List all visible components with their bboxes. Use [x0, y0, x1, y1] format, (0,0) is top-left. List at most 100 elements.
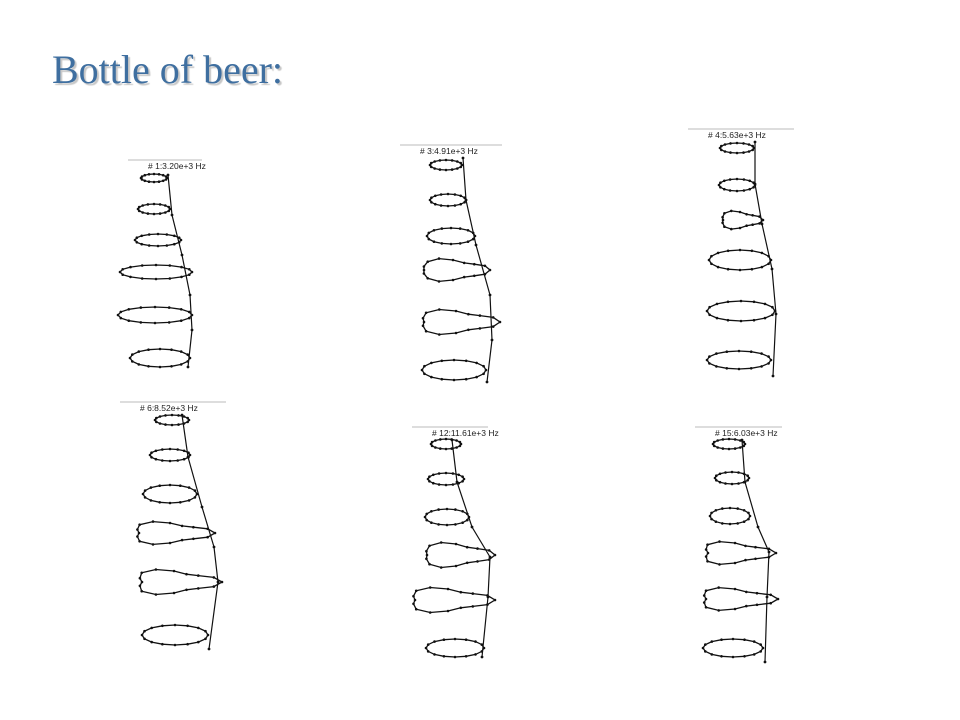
- mesh-node: [717, 586, 720, 589]
- mesh-node: [439, 541, 443, 544]
- mesh-node: [729, 151, 732, 154]
- mesh-node: [220, 580, 224, 584]
- mesh-node: [716, 251, 720, 255]
- mesh-node: [770, 267, 774, 271]
- mesh-node: [755, 591, 759, 595]
- mesh-node: [440, 227, 444, 230]
- mesh-node: [170, 413, 174, 417]
- mesh-node: [412, 602, 415, 606]
- mesh-node: [459, 606, 463, 610]
- mesh-node: [750, 267, 754, 271]
- mesh-node: [715, 479, 718, 482]
- mesh-node: [127, 319, 131, 322]
- mesh-node: [187, 456, 190, 459]
- mesh-node: [486, 603, 489, 606]
- mesh-node: [190, 270, 194, 274]
- mesh-node: [728, 506, 732, 510]
- mesh-node: [710, 511, 713, 515]
- mesh-node: [760, 222, 764, 226]
- mesh-node: [485, 380, 489, 384]
- mesh-node: [454, 542, 458, 546]
- mesh-node: [179, 363, 183, 366]
- mesh-node: [164, 178, 168, 181]
- mesh-node: [773, 309, 777, 313]
- mesh-node: [708, 313, 711, 317]
- mesh-node: [426, 643, 430, 646]
- mesh-node: [426, 650, 430, 653]
- mesh-node: [753, 140, 757, 144]
- mesh-node: [467, 515, 471, 519]
- mode-shape-panel-6: # 6:8.52e+3 Hz: [120, 397, 230, 652]
- mesh-node: [414, 607, 418, 611]
- mesh-node: [760, 265, 764, 269]
- mesh-node: [157, 180, 161, 183]
- mesh-node: [739, 299, 743, 303]
- cross-section-ring: [139, 568, 224, 596]
- cross-section-ring: [425, 541, 497, 569]
- mesh-node: [141, 492, 145, 496]
- mesh-node: [173, 234, 176, 238]
- mesh-node: [767, 254, 770, 258]
- mesh-node: [742, 151, 745, 154]
- mesh-node: [717, 609, 720, 612]
- mesh-node: [446, 204, 450, 208]
- mesh-node: [752, 186, 755, 189]
- mesh-node: [164, 423, 167, 426]
- mesh-node: [466, 512, 469, 516]
- mesh-node: [180, 538, 184, 542]
- mesh-node: [147, 365, 150, 368]
- mesh-node: [438, 159, 442, 162]
- mesh-node: [737, 349, 741, 353]
- mesh-node: [216, 580, 220, 584]
- mesh-node: [449, 226, 453, 230]
- mesh-node: [721, 447, 725, 450]
- mesh-node: [187, 486, 191, 489]
- mesh-node: [761, 218, 765, 222]
- mesh-node: [723, 187, 726, 191]
- mesh-node: [727, 437, 731, 441]
- mesh-node: [721, 438, 725, 441]
- mesh-node: [136, 535, 139, 538]
- mesh-node: [143, 173, 147, 177]
- mesh-node: [718, 563, 721, 566]
- mode-shape-panel-4: # 4:5.63e+3 Hz: [688, 124, 798, 384]
- mesh-node: [154, 263, 158, 267]
- mesh-node: [733, 438, 737, 441]
- mesh-node: [723, 179, 726, 183]
- mesh-node: [470, 525, 474, 529]
- mesh-node: [739, 446, 742, 449]
- mesh-node: [140, 571, 143, 575]
- mesh-node: [724, 471, 727, 474]
- mesh-node: [482, 646, 486, 650]
- mesh-node: [429, 161, 433, 165]
- mesh-node: [459, 590, 463, 594]
- mesh-node: [749, 350, 753, 353]
- mesh-node: [206, 527, 209, 531]
- mesh-node: [726, 249, 730, 253]
- mesh-node: [137, 531, 141, 535]
- mesh-node: [720, 148, 723, 152]
- mesh-node: [459, 165, 463, 169]
- mesh-node: [430, 375, 433, 379]
- mesh-node: [167, 306, 171, 309]
- mesh-node: [428, 475, 431, 478]
- mesh-node: [705, 358, 709, 362]
- mesh-node: [425, 557, 428, 561]
- mesh-node: [744, 558, 747, 562]
- mesh-node: [452, 378, 456, 382]
- mesh-node: [752, 653, 756, 656]
- mesh-node: [702, 601, 706, 604]
- mesh-node: [428, 544, 431, 548]
- mesh-node: [712, 440, 716, 444]
- mesh-node: [729, 142, 732, 145]
- mesh-node: [460, 163, 464, 167]
- mesh-node: [721, 221, 724, 225]
- mesh-node: [158, 415, 162, 418]
- mesh-node: [433, 160, 436, 163]
- mesh-node: [480, 643, 484, 646]
- mesh-node: [480, 650, 484, 653]
- mesh-node: [152, 172, 156, 176]
- mesh-node: [714, 520, 718, 523]
- mesh-node: [708, 305, 711, 309]
- mesh-node: [721, 522, 724, 525]
